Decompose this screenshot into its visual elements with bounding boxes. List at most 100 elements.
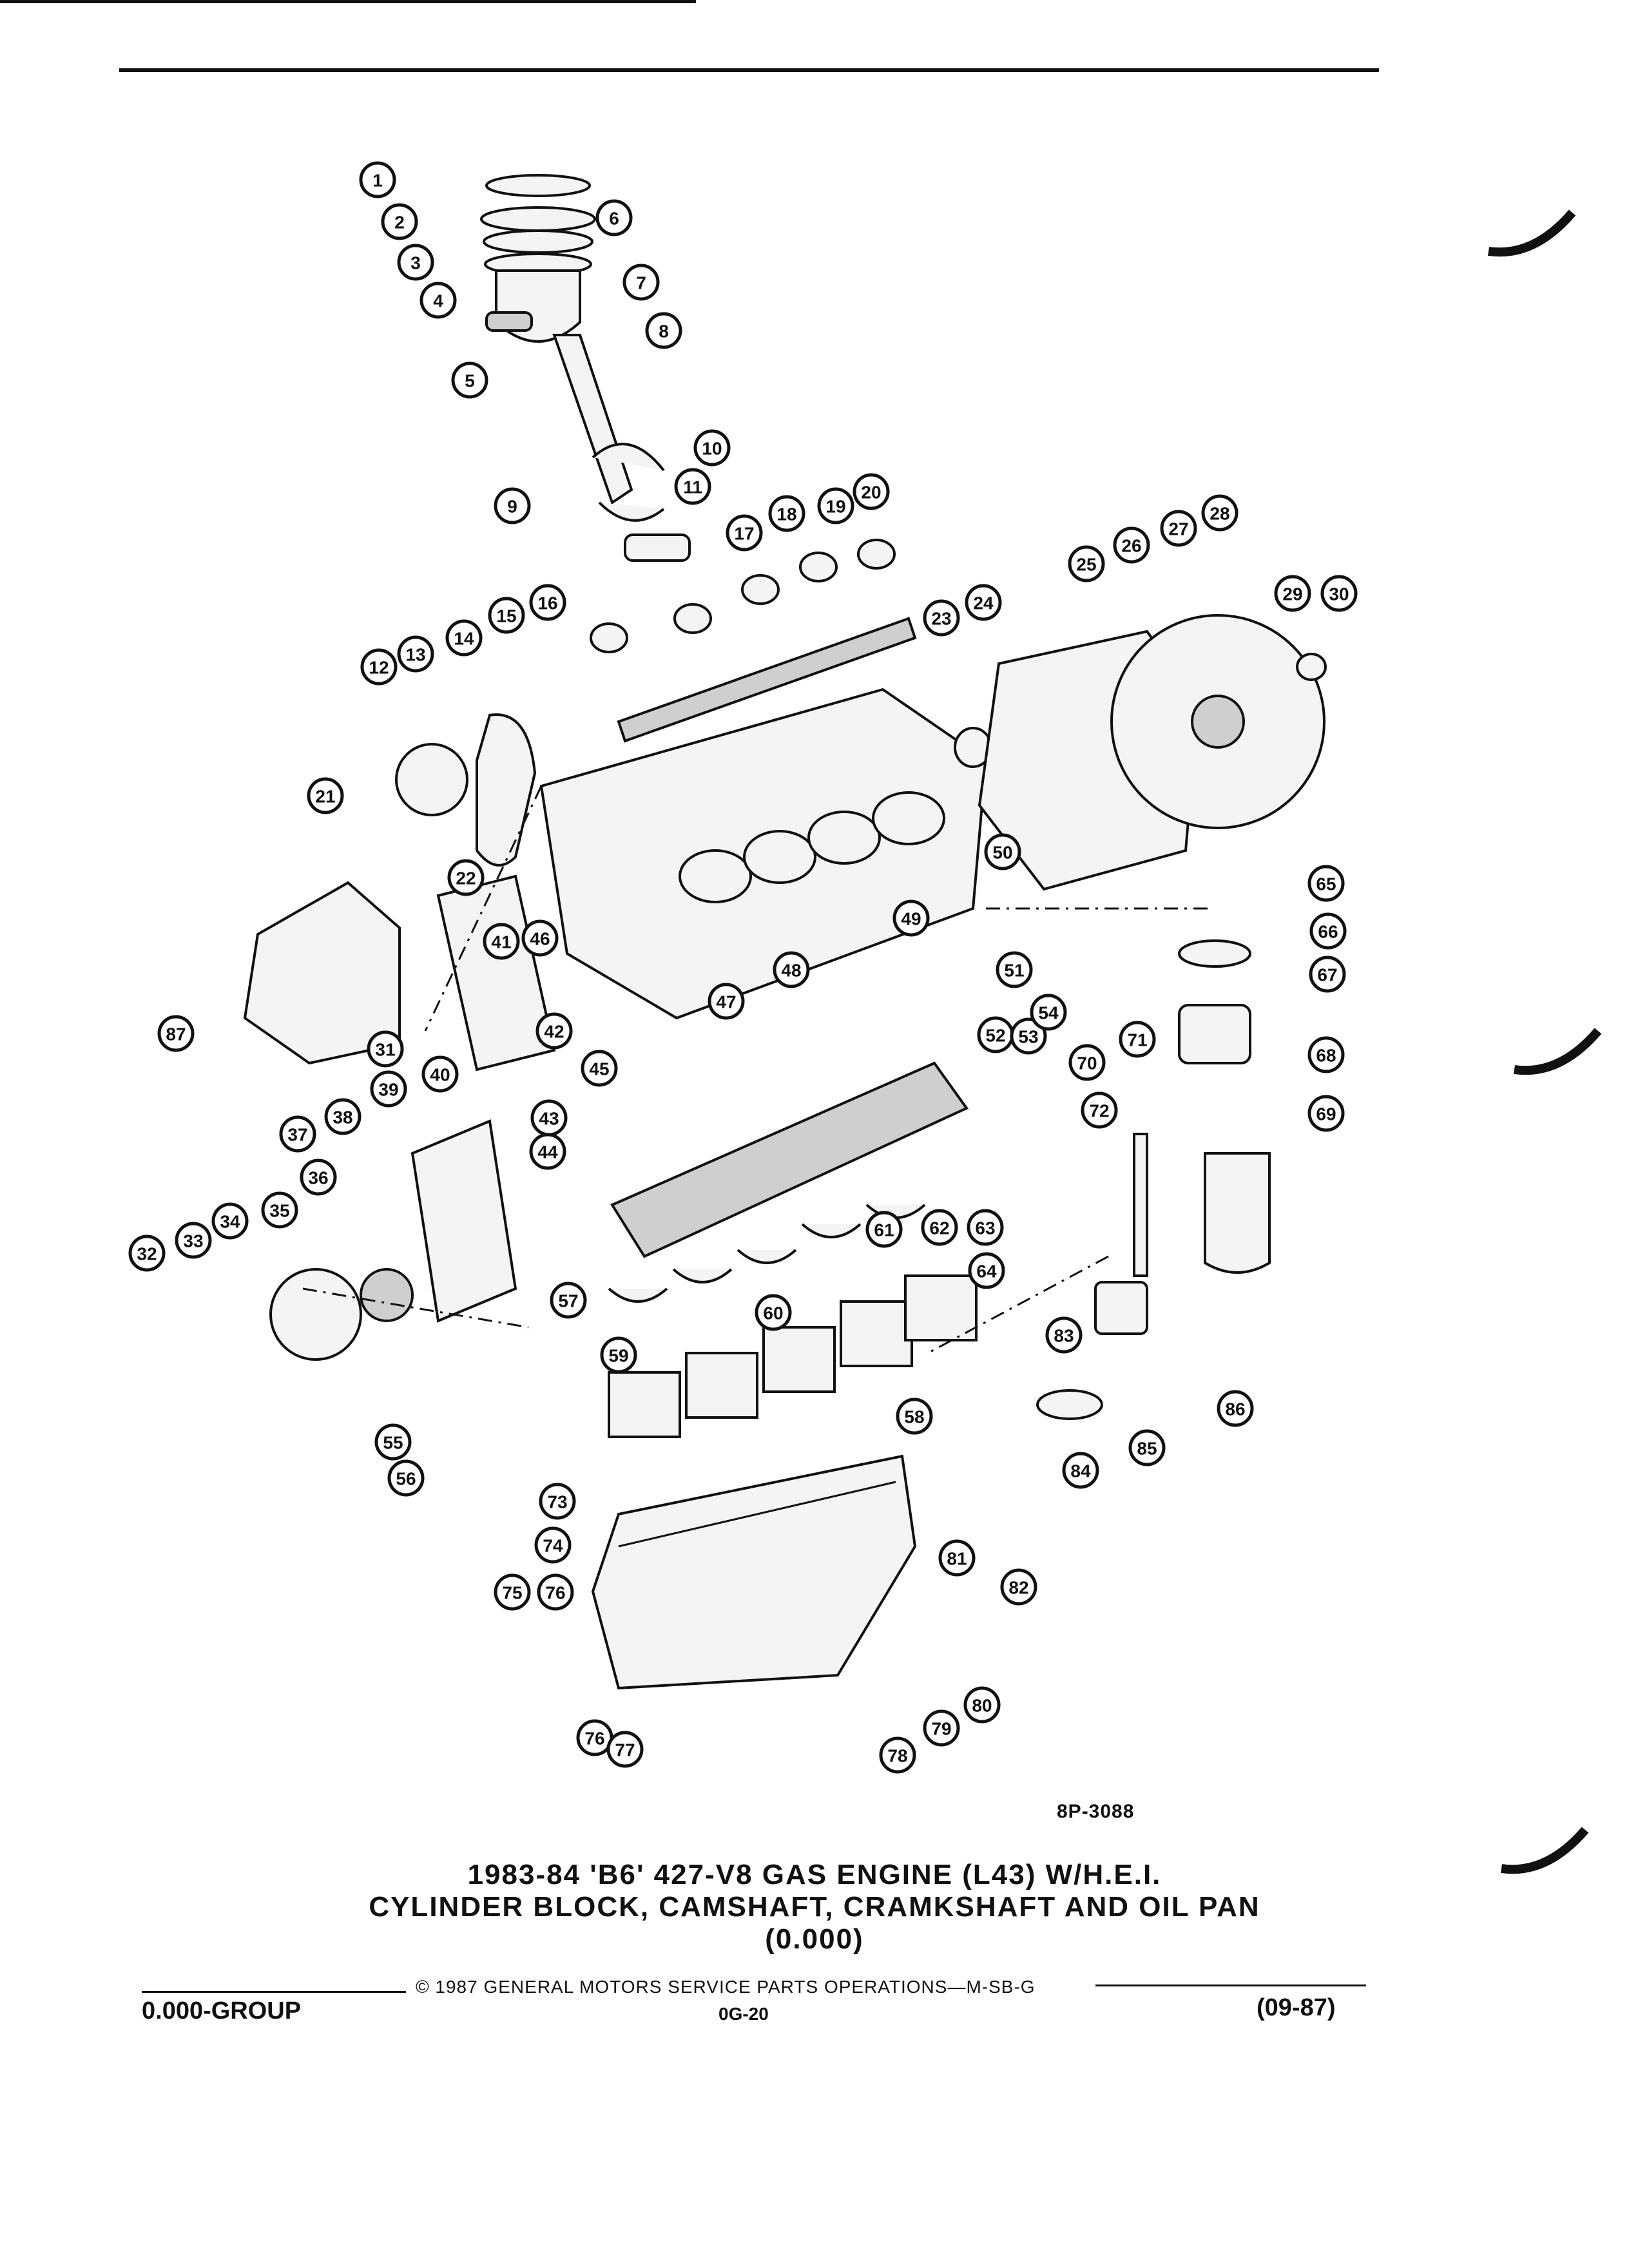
callout-circle (817, 487, 854, 524)
callout-23: 23 (923, 599, 960, 637)
callout-label-67: 67 (1317, 965, 1337, 985)
piston-ring-1 (485, 174, 591, 197)
callout-label-69: 69 (1316, 1104, 1336, 1124)
callout-circle (1068, 545, 1105, 582)
flywheel-hub (1191, 695, 1245, 749)
callout-36: 36 (300, 1158, 337, 1196)
piston-pin (485, 311, 533, 332)
callout-2: 2 (381, 203, 418, 240)
callout-circle (923, 599, 960, 637)
callout-circle (984, 833, 1021, 870)
callout-circle (1309, 912, 1347, 950)
callout-circle (1030, 994, 1067, 1031)
callout-label-29: 29 (1282, 584, 1302, 604)
callout-59: 59 (600, 1336, 637, 1374)
main-bearing-4 (801, 1223, 862, 1238)
callout-76: 76 (537, 1573, 574, 1611)
callout-circle (1010, 1017, 1047, 1055)
main-cap-3 (762, 1326, 836, 1393)
callout-label-71: 71 (1127, 1030, 1147, 1050)
callout-circle (128, 1235, 166, 1272)
callout-35: 35 (261, 1191, 298, 1229)
callout-label-42: 42 (544, 1022, 564, 1042)
alignment-line (927, 1255, 1109, 1354)
callout-circle (157, 1015, 195, 1052)
callout-label-79: 79 (931, 1719, 951, 1739)
callout-label-82: 82 (1008, 1578, 1028, 1598)
callout-label-2: 2 (394, 213, 405, 233)
callout-label-47: 47 (716, 992, 736, 1012)
callout-43: 43 (530, 1099, 568, 1137)
pump-shaft (1133, 1133, 1148, 1277)
callout-label-31: 31 (375, 1040, 395, 1060)
main-cap-2 (685, 1352, 758, 1419)
callout-label-48: 48 (781, 961, 801, 981)
callout-circle (921, 1209, 958, 1246)
callout-label-77: 77 (615, 1740, 635, 1760)
filter-gasket (1178, 939, 1251, 968)
callout-37: 37 (279, 1115, 316, 1153)
callout-label-32: 32 (137, 1244, 157, 1264)
callout-circle (451, 361, 488, 399)
callout-28: 28 (1201, 494, 1239, 532)
callout-33: 33 (175, 1222, 212, 1259)
cylinder-bore-3 (807, 811, 881, 865)
page-clip-mark-1 (1488, 209, 1576, 257)
callout-label-57: 57 (558, 1291, 578, 1311)
callout-41: 41 (483, 923, 520, 960)
callout-label-33: 33 (183, 1231, 203, 1251)
piston-ring-2 (480, 206, 596, 232)
callout-circle (324, 1098, 361, 1135)
callout-45: 45 (581, 1050, 618, 1087)
callout-67: 67 (1309, 956, 1346, 993)
diagram-title-line-2: CYLINDER BLOCK, CAMSHAFT, CRAMKSHAFT AND… (369, 1891, 1260, 1923)
callout-12: 12 (360, 648, 398, 686)
callout-label-65: 65 (1316, 874, 1336, 894)
callout-label-56: 56 (396, 1469, 416, 1489)
callout-40: 40 (421, 1055, 459, 1093)
callout-circle (1062, 1452, 1099, 1489)
callout-label-43: 43 (539, 1109, 559, 1129)
figure-code: 8P-3088 (1057, 1801, 1135, 1822)
callout-29: 29 (1274, 575, 1311, 612)
callout-77: 77 (606, 1731, 644, 1768)
callout-circle (367, 1030, 404, 1068)
callout-circle (447, 859, 485, 896)
callout-24: 24 (965, 584, 1002, 621)
callout-circle (674, 468, 711, 505)
callout-circle (1201, 494, 1239, 532)
callout-label-73: 73 (547, 1492, 567, 1512)
cam-bearing-1 (590, 622, 628, 653)
callout-circle (483, 923, 520, 960)
callout-circle (645, 312, 682, 349)
callout-label-16: 16 (537, 593, 557, 613)
callout-label-72: 72 (1089, 1101, 1109, 1121)
callout-label-27: 27 (1168, 519, 1188, 539)
callout-21: 21 (307, 777, 344, 814)
callout-label-25: 25 (1076, 555, 1096, 575)
callout-39: 39 (370, 1070, 407, 1108)
callout-46: 46 (521, 919, 559, 957)
callout-circle (445, 619, 483, 657)
callout-32: 32 (128, 1235, 166, 1272)
callout-circle (370, 1070, 407, 1108)
callout-47: 47 (708, 983, 745, 1020)
callout-circle (529, 584, 566, 621)
callout-circle (300, 1158, 337, 1196)
callout-label-11: 11 (683, 477, 702, 497)
callout-15: 15 (488, 597, 525, 634)
callout-72: 72 (1081, 1091, 1118, 1129)
footer-date: (09-87) (1257, 1994, 1336, 2021)
footer-group: 0.000-GROUP (142, 1997, 302, 2024)
callout-label-60: 60 (763, 1303, 783, 1323)
footer-rule-left (142, 1991, 406, 1993)
callout-label-4: 4 (433, 291, 443, 311)
callout-circle (374, 1423, 412, 1461)
callout-label-81: 81 (947, 1549, 967, 1569)
callout-label-1: 1 (372, 171, 383, 191)
timing-chain (476, 713, 537, 867)
pan-gasket (618, 1481, 896, 1548)
callout-70: 70 (1068, 1044, 1106, 1081)
front-cover (410, 1119, 517, 1323)
callout-label-10: 10 (702, 439, 722, 459)
